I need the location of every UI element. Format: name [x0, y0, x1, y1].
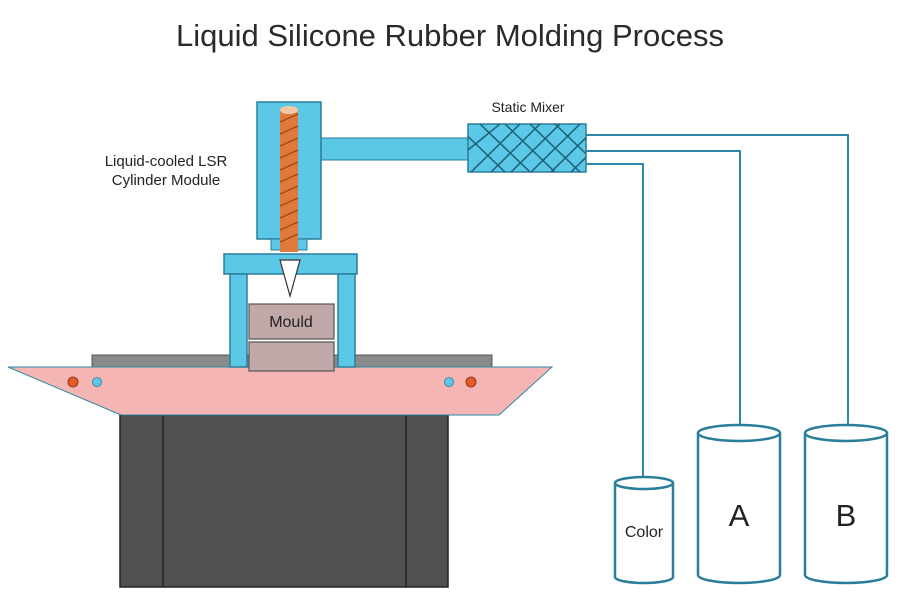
container-a-label: A	[729, 498, 750, 533]
container-a	[696, 423, 782, 585]
cylinder-module	[256, 101, 322, 252]
container-b-label: B	[836, 498, 857, 533]
mixer-hatching-icon	[468, 124, 586, 172]
indicator-light-icon	[444, 377, 454, 387]
mould	[248, 303, 335, 372]
cylinder-label-line2: Cylinder Module	[112, 172, 220, 189]
static-mixer-label: Static Mixer	[491, 99, 564, 115]
indicator-lights	[67, 376, 477, 388]
indicator-light-icon	[92, 377, 102, 387]
feed-lines	[586, 134, 849, 480]
feed-line-b	[586, 134, 849, 428]
static-mixer	[467, 123, 587, 173]
container-color-label: Color	[625, 524, 664, 541]
feed-line-a	[586, 150, 741, 428]
indicator-light-icon	[67, 376, 79, 388]
feed-line-color	[586, 163, 644, 480]
container-b	[803, 423, 889, 585]
connector-pipe	[320, 137, 470, 161]
nozzle-icon	[279, 259, 301, 299]
mould-label: Mould	[269, 314, 313, 331]
container-color	[613, 475, 675, 585]
screw-icon	[279, 106, 299, 252]
machine-table	[7, 366, 554, 416]
cylinder-label-line1: Liquid-cooled LSR	[105, 153, 228, 170]
diagram-title: Liquid Silicone Rubber Molding Process	[176, 18, 724, 53]
machine-base	[119, 414, 449, 588]
indicator-light-icon	[465, 376, 477, 388]
